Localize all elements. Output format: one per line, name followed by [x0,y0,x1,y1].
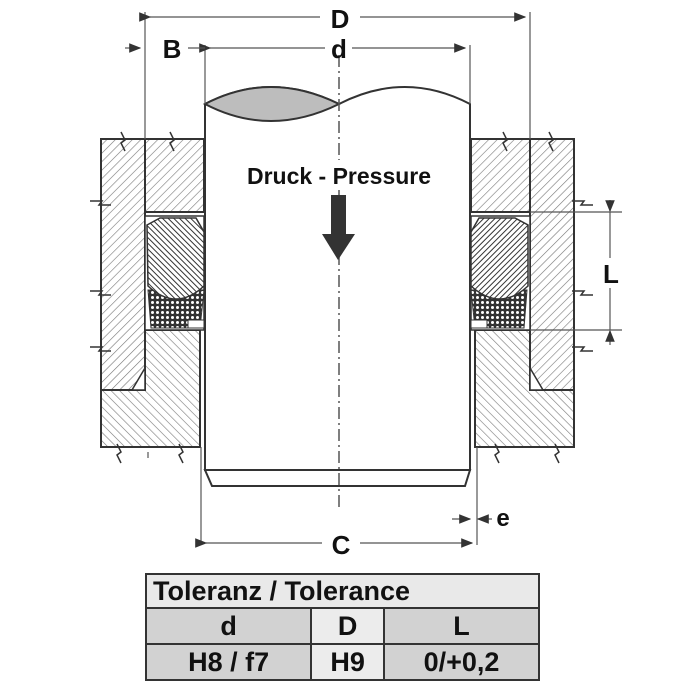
tolerance-header-L: L [382,607,541,645]
tolerance-table: Toleranz / Tolerance d D L H8 / f7 H9 0/… [144,573,541,681]
left-housing [100,138,205,448]
dim-label-e: e [496,505,509,532]
tolerance-value-L: 0/+0,2 [382,643,541,681]
tolerance-table-title: Toleranz / Tolerance [145,573,540,609]
tolerance-value-D: H9 [310,643,385,681]
break-marks [90,131,593,464]
dimension-lines [125,12,622,548]
dim-label-L: L [603,259,619,289]
dim-label-C: C [332,530,351,560]
tolerance-header-D: D [310,607,385,645]
tolerance-header-d: d [144,607,313,645]
left-seal [144,215,205,331]
tolerance-value-d: H8 / f7 [144,643,313,681]
rod [202,55,472,510]
dim-label-D: D [331,4,350,34]
pressure-label: Druck - Pressure [247,163,431,189]
pressure-arrow-icon [322,195,355,260]
dim-label-d: d [331,34,347,64]
dim-label-B: B [163,34,182,64]
right-seal [470,215,531,331]
